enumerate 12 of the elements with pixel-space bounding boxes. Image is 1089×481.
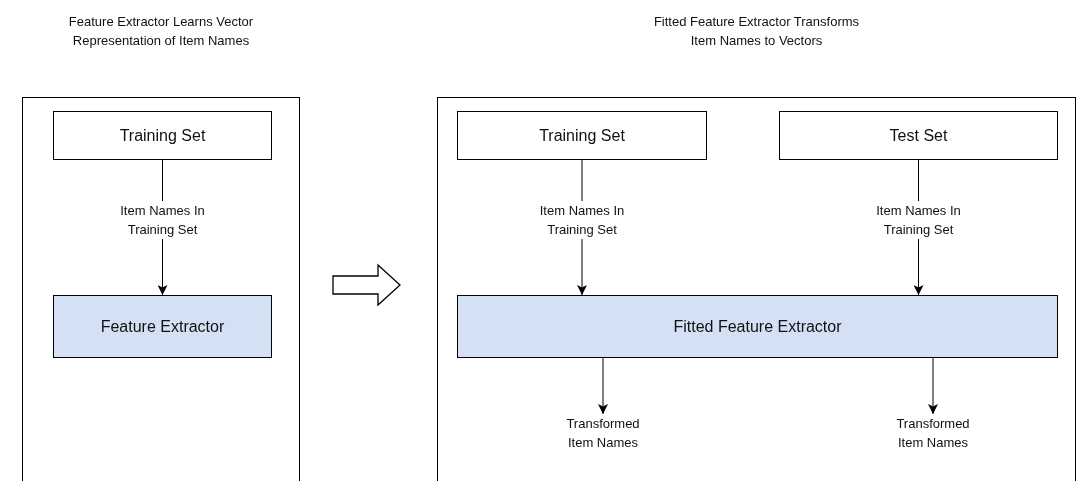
dataset-box: Test Set <box>779 111 1058 160</box>
arrow <box>928 357 938 415</box>
dataset-box: Training Set <box>53 111 272 160</box>
extractor-box: Feature Extractor <box>53 295 272 358</box>
panel-title: Fitted Feature Extractor Transforms Item Names to Vectors <box>652 13 861 50</box>
block-arrow <box>332 263 401 307</box>
arrow <box>598 357 608 415</box>
output-label: Transformed Item Names <box>895 415 971 452</box>
extractor-box: Fitted Feature Extractor <box>457 295 1058 358</box>
output-label: Transformed Item Names <box>565 415 641 452</box>
dataset-box: Training Set <box>457 111 707 160</box>
panel-title: Feature Extractor Learns Vector Representation of Item Names <box>67 13 255 50</box>
